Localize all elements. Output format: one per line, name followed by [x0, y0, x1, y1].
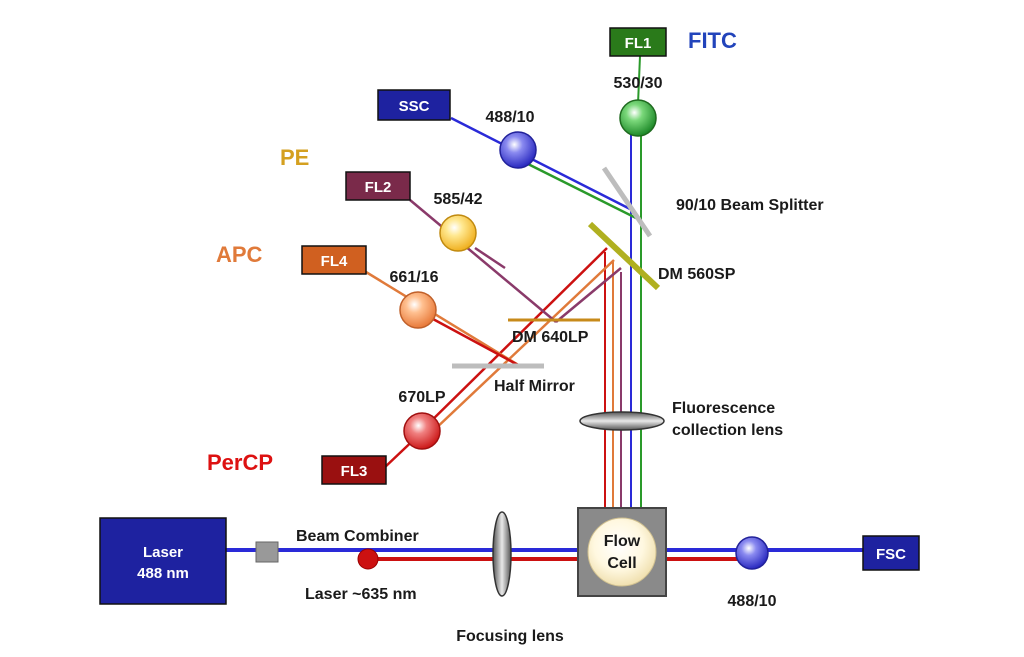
filter-488-ssc-label: 488/10 [486, 109, 535, 126]
percp-label: PerCP [207, 450, 273, 475]
fl1-box [609, 27, 667, 57]
apc-red-beam [419, 310, 521, 368]
flow-cell-label-1: Flow [604, 533, 641, 550]
filter-488-fsc-label: 488/10 [728, 593, 777, 610]
detectors: FL1 SSC FL2 FL4 FL3 FSC Laser 488 nm [99, 27, 920, 605]
fl3-box [321, 455, 387, 485]
optics [255, 166, 665, 597]
dm560-mirror [587, 221, 661, 291]
focusing-lens-label: Focusing lens [456, 628, 564, 645]
fsc-box [862, 535, 920, 571]
beam-paths [226, 55, 865, 561]
dm560-label: DM 560SP [658, 266, 736, 283]
half-mirror-label: Half Mirror [494, 378, 575, 395]
fluorescence-collection-lens [579, 411, 665, 431]
laser-488-label-2: 488 nm [137, 565, 189, 582]
filter-661-label: 661/16 [390, 269, 439, 286]
fluorescence-lens-label-2: collection lens [672, 422, 783, 439]
beam-combiner-label: Beam Combiner [296, 528, 419, 545]
filter-530-label: 530/30 [614, 75, 663, 92]
laser-488-label-1: Laser [143, 544, 183, 561]
ssc-box [377, 89, 451, 121]
laser-635-label: Laser ~635 nm [305, 586, 417, 603]
pe-beam [474, 246, 506, 270]
orange-diagonal-beam [431, 259, 615, 433]
fl1-green-beam [637, 55, 641, 105]
beam-splitter-label: 90/10 Beam Splitter [676, 197, 824, 214]
fl3-label: FL3 [341, 463, 368, 480]
flow-cell-core [587, 517, 657, 587]
fsc-label: FSC [876, 546, 906, 563]
beam-combiner-red-dot [357, 548, 379, 570]
beam-combiner-block [255, 541, 279, 563]
filter-488-ssc-sphere [499, 131, 537, 169]
red-diagonal-beam [421, 247, 608, 431]
filter-661-sphere [399, 291, 437, 329]
focusing-lens [492, 511, 512, 597]
filter-labels: 530/30 488/10 585/42 661/16 670LP 488/10 [390, 75, 777, 610]
fl2-purple-beam [409, 199, 557, 323]
ssc-label: SSC [399, 98, 430, 115]
fl4-box [301, 245, 367, 275]
laser-488-box [99, 517, 227, 605]
dm640-label: DM 640LP [512, 329, 589, 346]
fl4-label: FL4 [321, 253, 348, 270]
fl2-box [345, 171, 411, 201]
ssc-green-beam [519, 158, 641, 222]
fitc-label: FITC [688, 28, 737, 53]
ssc-blue-beam [450, 116, 635, 213]
fl4-orange-beam [365, 270, 521, 368]
flow-cell-label-2: Cell [607, 555, 636, 572]
apc-label: APC [216, 242, 263, 267]
optics-labels: 90/10 Beam Splitter DM 560SP DM 640LP Ha… [296, 197, 824, 645]
fl2-label: FL2 [365, 179, 392, 196]
flow-cell: Flow Cell [577, 507, 667, 597]
dye-labels: FITC PE APC PerCP [207, 28, 737, 475]
fl1-label: FL1 [625, 35, 652, 52]
beam-splitter-mirror [601, 166, 653, 238]
filter-585-sphere [439, 214, 477, 252]
fluorescence-lens-label-1: Fluorescence [672, 400, 775, 417]
pe-label: PE [280, 145, 309, 170]
filter-488-fsc-sphere [735, 536, 769, 570]
filter-530-sphere [619, 99, 657, 137]
filter-670-label: 670LP [398, 389, 445, 406]
purple-diagonal-beam [555, 267, 622, 323]
filter-670-sphere [403, 412, 441, 450]
filters [399, 99, 769, 570]
filter-585-label: 585/42 [434, 191, 483, 208]
